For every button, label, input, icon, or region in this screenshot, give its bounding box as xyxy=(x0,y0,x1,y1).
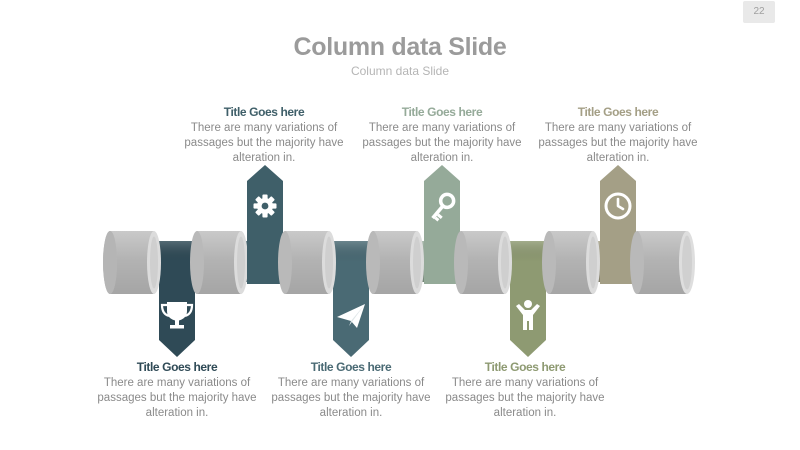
person-icon xyxy=(516,300,540,330)
info-block-6: Title Goes here There are many variation… xyxy=(533,105,703,166)
cylinder-segment-2 xyxy=(190,231,248,294)
cylinder-segment-5 xyxy=(454,231,512,294)
info-block-text: There are many variations of passages bu… xyxy=(445,377,605,419)
info-block-title: Title Goes here xyxy=(484,360,566,374)
ribbon-3 xyxy=(333,262,369,357)
key-icon xyxy=(431,192,456,222)
ribbon-2 xyxy=(247,165,283,284)
info-block-title: Title Goes here xyxy=(310,360,392,374)
info-block-title: Title Goes here xyxy=(577,105,659,119)
slide-title: Column data Slide xyxy=(293,33,507,61)
ribbon-5 xyxy=(510,262,546,357)
paper-plane-icon xyxy=(337,304,365,328)
info-block-title: Title Goes here xyxy=(401,105,483,119)
gear-icon xyxy=(253,194,277,218)
cylinder-left-cap xyxy=(103,231,117,294)
info-block-4: Title Goes here There are many variation… xyxy=(357,105,527,166)
info-block-3: Title Goes here There are many variation… xyxy=(266,360,436,421)
info-block-5: Title Goes here There are many variation… xyxy=(440,360,610,421)
info-block-title: Title Goes here xyxy=(136,360,218,374)
info-block-text: There are many variations of passages bu… xyxy=(184,122,344,164)
info-block-text: There are many variations of passages bu… xyxy=(362,122,522,164)
page-number: 22 xyxy=(743,1,775,23)
info-block-2: Title Goes here There are many variation… xyxy=(179,105,349,166)
info-block-text: There are many variations of passages bu… xyxy=(271,377,431,419)
trophy-icon xyxy=(160,302,194,329)
slide-subtitle: Column data Slide xyxy=(350,64,450,78)
cylinder-segment-3 xyxy=(278,231,336,294)
ribbon-6 xyxy=(600,165,636,284)
cylinder-segment-4 xyxy=(366,231,424,294)
cylinder-segment-7 xyxy=(630,231,695,294)
cylinder-segment-6 xyxy=(542,231,600,294)
info-block-title: Title Goes here xyxy=(223,105,305,119)
info-block-text: There are many variations of passages bu… xyxy=(97,377,257,419)
clock-icon xyxy=(604,192,632,220)
info-block-text: There are many variations of passages bu… xyxy=(538,122,698,164)
info-block-1: Title Goes here There are many variation… xyxy=(92,360,262,421)
